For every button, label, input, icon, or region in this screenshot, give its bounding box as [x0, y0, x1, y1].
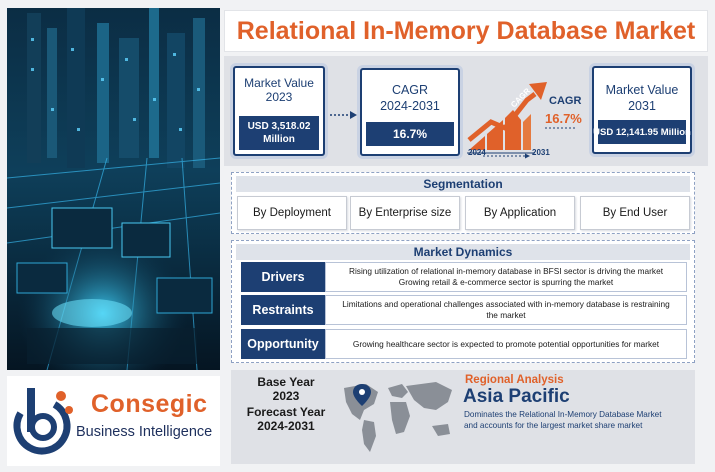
restraints-row: Restraints Limitations and operational c…	[241, 295, 687, 325]
market-value-2031-value: USD 12,141.95 Million	[593, 120, 691, 144]
stats-band: Market Value 2023 USD 3,518.02 Million C…	[224, 56, 708, 166]
growth-chart-icon: CAGR	[467, 82, 577, 159]
market-value-2023-card: Market Value 2023 USD 3,518.02 Million	[233, 66, 325, 156]
opportunity-row: Opportunity Growing healthcare sector is…	[241, 329, 687, 359]
opportunity-label: Opportunity	[241, 329, 325, 359]
page-title: Relational In-Memory Database Market	[236, 16, 696, 45]
dotted-arrow-icon	[330, 111, 357, 119]
title-bar: Relational In-Memory Database Market	[224, 10, 708, 52]
label-line: 2031	[628, 99, 656, 113]
restraints-label: Restraints	[241, 295, 325, 325]
region-description-line: Dominates the Relational In-Memory Datab…	[464, 410, 662, 419]
company-logo: Consegic Business Intelligence	[7, 376, 220, 466]
market-value-2023-label: Market Value 2023	[235, 76, 323, 104]
market-value-2031-label: Market Value 2031	[594, 82, 690, 114]
cagr-label: CAGR 2024-2031	[362, 82, 458, 114]
text-line: Growing retail & e-commerce sector is sp…	[398, 277, 614, 287]
segment-by-deployment: By Deployment	[237, 196, 347, 230]
regional-band: Base Year 2023 Forecast Year 2024-2031 R…	[231, 370, 695, 464]
label-line: 2023	[265, 90, 293, 104]
drivers-text: Rising utilization of relational in-memo…	[325, 262, 687, 292]
base-year-label: Base Year	[257, 375, 315, 389]
segment-by-enterprise-size: By Enterprise size	[350, 196, 460, 230]
restraints-text: Limitations and operational challenges a…	[325, 295, 687, 325]
value-line: USD 3,518.02	[247, 121, 311, 132]
cagr-value: 16.7%	[366, 122, 454, 146]
segmentation-panel: Segmentation By Deployment By Enterprise…	[231, 172, 695, 234]
drivers-label: Drivers	[241, 262, 325, 292]
label-line: Market Value	[244, 76, 314, 90]
brand-name: Consegic	[91, 390, 208, 418]
region-description-line: and accounts for the largest market shar…	[464, 421, 643, 430]
base-year-value: 2023	[272, 389, 300, 403]
text-line: Limitations and operational challenges a…	[342, 299, 670, 309]
regional-analysis-title: Regional Analysis	[465, 374, 564, 386]
circuit-board-image	[7, 8, 220, 370]
brand-tagline: Business Intelligence	[76, 424, 213, 440]
label-line: 2024-2031	[380, 99, 440, 113]
market-value-2023-value: USD 3,518.02 Million	[239, 116, 319, 150]
text-line: Growing healthcare sector is expected to…	[352, 338, 660, 349]
growth-year-end: 2031	[532, 148, 550, 157]
market-value-2031-card: Market Value 2031 USD 12,141.95 Million	[592, 66, 692, 154]
label-line: Market Value	[605, 83, 679, 97]
forecast-year-label: Forecast Year	[246, 405, 326, 419]
market-dynamics-heading: Market Dynamics	[236, 244, 690, 260]
opportunity-text: Growing healthcare sector is expected to…	[325, 329, 687, 359]
value-line: Million	[263, 134, 295, 145]
text-line: the market	[486, 310, 526, 320]
segment-by-end-user: By End User	[580, 196, 690, 230]
market-dynamics-panel: Market Dynamics Drivers Rising utilizati…	[231, 240, 695, 363]
cagr-side-label: CAGR	[549, 95, 582, 107]
label-line: CAGR	[391, 83, 429, 97]
text-line: Rising utilization of relational in-memo…	[348, 266, 664, 276]
cagr-side-value: 16.7%	[545, 111, 582, 126]
region-name: Asia Pacific	[463, 386, 570, 407]
segmentation-heading: Segmentation	[236, 176, 690, 192]
world-map-icon	[344, 382, 452, 452]
growth-year-start: 2024	[468, 148, 486, 157]
location-pin-icon	[353, 384, 371, 406]
cagr-card: CAGR 2024-2031 16.7%	[360, 68, 460, 156]
forecast-year-value: 2024-2031	[257, 419, 315, 433]
drivers-row: Drivers Rising utilization of relational…	[241, 262, 687, 292]
consegic-logo-icon	[13, 388, 73, 455]
segment-by-application: By Application	[465, 196, 575, 230]
